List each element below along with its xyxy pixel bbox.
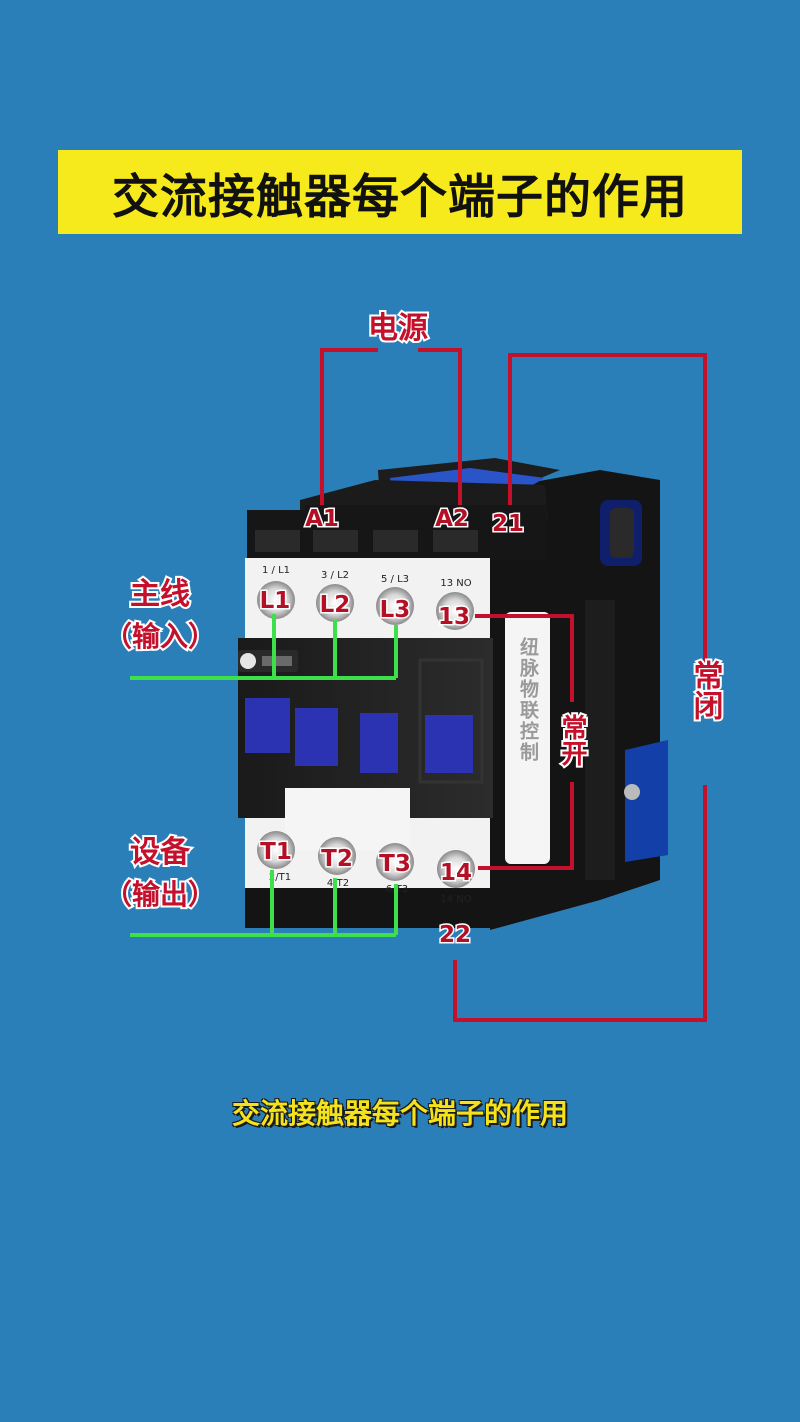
main-line-sub-label: （输入） (104, 620, 216, 653)
print-3-l2: 3 / L2 (321, 570, 349, 581)
top-terminal-housings (247, 505, 547, 560)
terminal-l3-label: L3 (380, 597, 411, 623)
terminal-t3-label: T3 (379, 851, 411, 877)
terminal-13-label: 13 (438, 604, 470, 630)
front-cover-plate (285, 788, 410, 850)
terminal-14-label: 14 (440, 860, 472, 886)
video-caption: 交流接触器每个端子的作用 (231, 1097, 568, 1130)
main-line-label: 主线 (130, 577, 190, 612)
bottom-housing (245, 888, 490, 928)
terminal-t1-label: T1 (260, 839, 292, 865)
wire-power-a1 (320, 348, 378, 505)
terminal-a2-label: A2 (435, 506, 469, 532)
side-label-panel (505, 612, 550, 864)
brand-logo (238, 650, 298, 672)
red-wires (320, 348, 707, 1022)
normally-open-label-1: 常开 (557, 714, 587, 767)
wire-nc-top (508, 353, 707, 680)
terminal-22-label: 22 (439, 922, 471, 948)
power-label: 电源 (368, 311, 428, 346)
print-5-l3: 5 / L3 (381, 574, 409, 585)
brand-vertical-text: 纽脉物联控制 (517, 636, 540, 763)
svg-text:纽脉物联控制: 纽脉物联控制 (517, 636, 540, 763)
title-banner: 交流接触器每个端子的作用 (58, 150, 742, 234)
wire-nc-bottom (453, 785, 707, 1022)
wire-no-top (475, 614, 574, 702)
wire-no-bottom (478, 782, 574, 870)
terminal-l2-label: L2 (320, 592, 351, 618)
print-1-l1: 1 / L1 (262, 565, 290, 576)
green-wires (130, 614, 398, 937)
terminal-a1-label: A1 (305, 506, 339, 532)
terminal-l1-label: L1 (260, 588, 291, 614)
terminal-screws (257, 581, 475, 888)
terminal-t2-label: T2 (321, 846, 353, 872)
blue-indicator-blocks (245, 658, 484, 784)
print-13-no: 13 NO (440, 578, 471, 589)
print-2-t1: 2/T1 (269, 872, 291, 883)
print-14-no: 14 NO (440, 894, 471, 905)
normally-closed-label: 常闭 (688, 660, 723, 720)
terminal-21-label: 21 (492, 511, 524, 537)
print-4-t2: 4/T2 (327, 878, 349, 889)
wire-power-a2 (418, 348, 462, 505)
device-label: 设备 (130, 835, 191, 870)
page-title: 交流接触器每个端子的作用 (112, 169, 688, 225)
device-sub-label: （输出） (104, 878, 216, 911)
